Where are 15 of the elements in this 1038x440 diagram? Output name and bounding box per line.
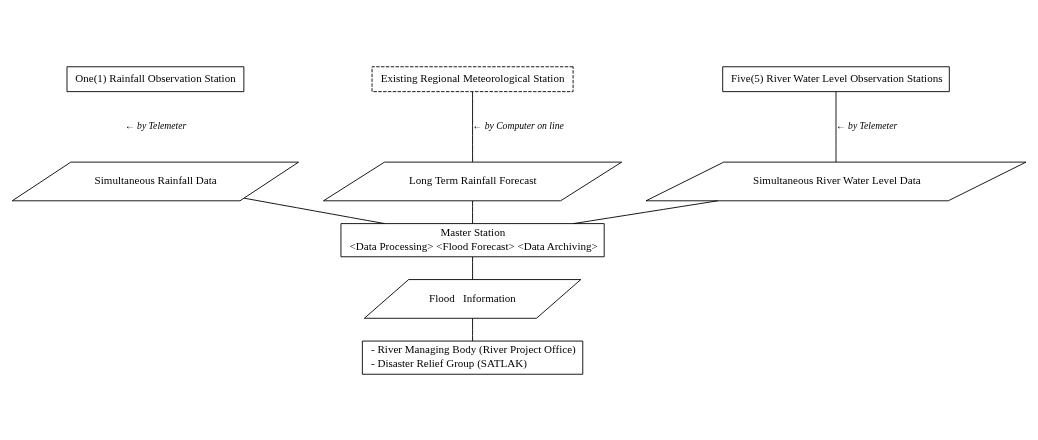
connector (472, 200, 473, 224)
connector (472, 317, 473, 341)
node-box: Existing Regional Meteorological Station (371, 65, 574, 92)
edge-label: ← by Computer on line (472, 119, 564, 131)
node-box: Five(5) River Water Level Observation Stations (722, 65, 950, 92)
connector (472, 255, 473, 280)
label: ← by Telemeter (125, 119, 187, 131)
edge-label: ← by Telemeter (836, 119, 898, 131)
node-box: - River Managing Body (River Project Office) - Disaster Relief Group (SATLAK) (361, 340, 584, 375)
connector (572, 199, 719, 224)
connector (835, 90, 837, 162)
connector (243, 197, 386, 224)
connector (472, 90, 473, 162)
node-box: One(1) Rainfall Observation Station (66, 65, 245, 92)
node-box: Master Station <Data Processing> <Flood Forecast> <Data Archiving> (340, 222, 605, 257)
